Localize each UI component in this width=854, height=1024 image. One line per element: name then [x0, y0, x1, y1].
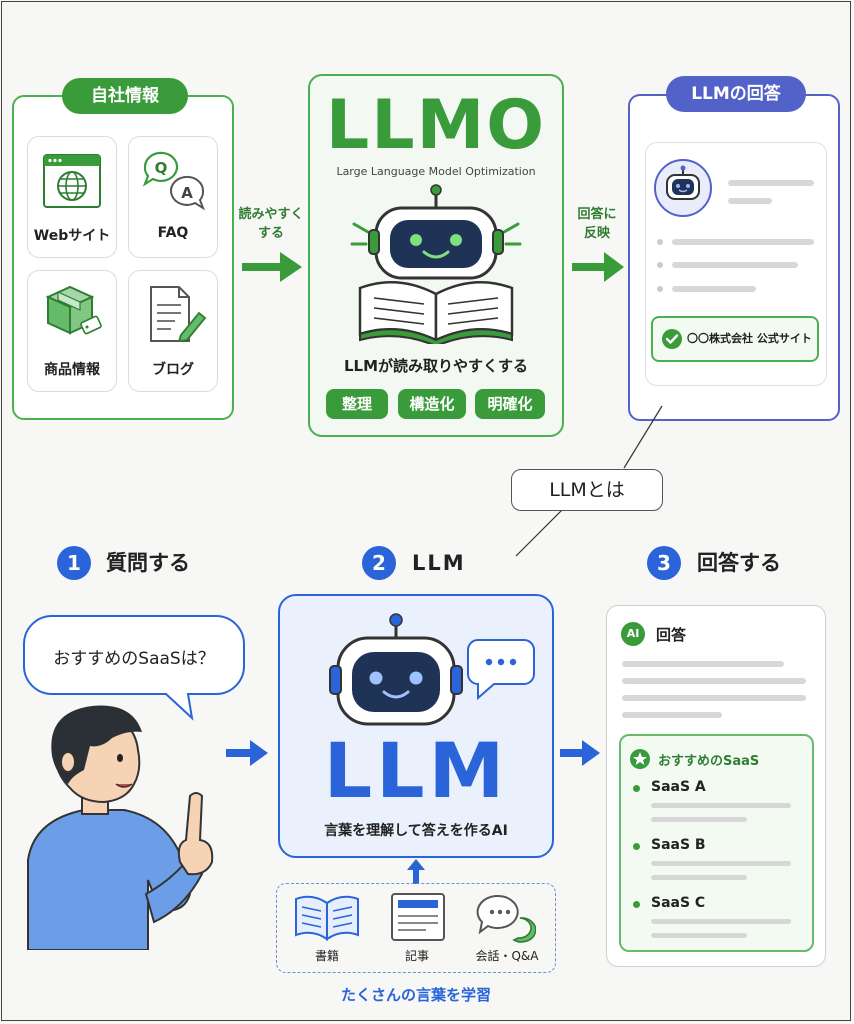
up-arrow-icon	[407, 859, 425, 884]
product-info-card: 商品情報	[27, 270, 117, 392]
svg-text:A: A	[181, 184, 193, 202]
llm-caption: 言葉を理解して答えを作るAI	[324, 823, 508, 839]
star-badge-icon	[630, 749, 650, 769]
chat-label: 会話・Q&A	[475, 949, 539, 963]
book-label: 書籍	[314, 949, 339, 963]
placeholder-line	[651, 803, 791, 808]
article-label: 記事	[404, 949, 429, 963]
right-arrow-icon	[572, 252, 624, 282]
placeholder-line	[651, 875, 747, 880]
saas-item-b: SaaS B	[651, 837, 706, 853]
step2-title: LLM	[412, 551, 466, 575]
llmo-subtitle: Large Language Model Optimization	[336, 165, 536, 178]
llmo-tag-structure: 構造化	[398, 389, 466, 419]
website-card: Webサイト	[27, 136, 117, 258]
answer-header: 回答	[656, 626, 687, 644]
llmo-tag-clarify: 明確化	[475, 389, 545, 419]
globe-browser-icon	[43, 154, 101, 208]
blog-document-icon	[150, 286, 207, 343]
official-site-label: 〇〇株式会社 公式サイト	[687, 332, 812, 345]
speech-bubble	[23, 615, 245, 721]
placeholder-line	[672, 239, 814, 245]
placeholder-line	[622, 661, 784, 667]
ai-badge: AI	[621, 622, 645, 646]
faq-card: Q A FAQ	[128, 136, 218, 258]
placeholder-line	[651, 933, 747, 938]
person-pointing-icon	[27, 705, 214, 950]
bullet-dot	[633, 785, 640, 792]
bullet-dot	[633, 843, 640, 850]
book-icon	[295, 895, 359, 941]
placeholder-line	[728, 198, 772, 204]
step3-title: 回答する	[697, 551, 781, 575]
llmo-title: LLMO	[325, 86, 547, 165]
official-site-badge[interactable]: 〇〇株式会社 公式サイト	[651, 316, 819, 362]
placeholder-line	[672, 262, 798, 268]
faq-label: FAQ	[157, 225, 189, 241]
step2-number: 2	[362, 546, 396, 580]
product-info-label: 商品情報	[44, 362, 100, 378]
step1-number: 1	[57, 546, 91, 580]
step1-title: 質問する	[106, 551, 190, 575]
bullet-dot	[633, 901, 640, 908]
learning-box	[276, 883, 556, 973]
svg-text:Q: Q	[155, 159, 168, 177]
arrow1-label: 読みやすく する	[238, 207, 304, 241]
bullet-dot	[657, 262, 663, 268]
placeholder-line	[651, 817, 747, 822]
placeholder-line	[728, 180, 814, 186]
recommend-title: おすすめのSaaS	[658, 754, 760, 769]
robot-avatar-icon	[654, 159, 712, 217]
right-arrow-icon	[226, 740, 268, 766]
step3-number: 3	[647, 546, 681, 580]
llmo-tag-organize: 整理	[326, 389, 388, 419]
placeholder-line	[651, 919, 791, 924]
qa-bubbles-icon: Q A	[142, 151, 205, 211]
package-icon	[45, 285, 102, 335]
placeholder-line	[651, 861, 791, 866]
blog-label: ブログ	[152, 362, 194, 378]
llm-title: LLM	[323, 726, 509, 815]
right-arrow-icon	[242, 252, 302, 282]
saas-item-a: SaaS A	[651, 779, 706, 795]
robot-icon	[329, 613, 463, 726]
saas-item-c: SaaS C	[651, 895, 706, 911]
bullet-dot	[657, 286, 663, 292]
bullet-dot	[657, 239, 663, 245]
chat-bubble-dots-icon	[467, 639, 535, 700]
callout-connector	[515, 405, 663, 557]
right-arrow-icon	[560, 740, 600, 766]
placeholder-line	[622, 712, 722, 718]
question-text: おすすめのSaaSは？	[53, 649, 215, 669]
placeholder-line	[622, 695, 806, 701]
check-circle-icon	[662, 329, 682, 349]
llm-answer-header: LLMの回答	[666, 76, 806, 112]
website-label: Webサイト	[33, 228, 111, 244]
blog-card: ブログ	[128, 270, 218, 392]
recommend-box	[619, 734, 814, 952]
article-icon	[391, 893, 445, 941]
llm-callout: LLMとは	[511, 469, 663, 511]
chat-bubbles-icon	[476, 894, 536, 943]
arrow2-label: 回答に 反映	[577, 207, 617, 241]
placeholder-line	[672, 286, 756, 292]
llmo-tagline: LLMが読み取りやすくする	[343, 357, 529, 375]
placeholder-line	[622, 678, 806, 684]
learning-caption: たくさんの言葉を学習	[340, 986, 491, 1004]
company-info-header: 自社情報	[62, 78, 188, 114]
robot-reading-book-icon	[350, 184, 522, 344]
